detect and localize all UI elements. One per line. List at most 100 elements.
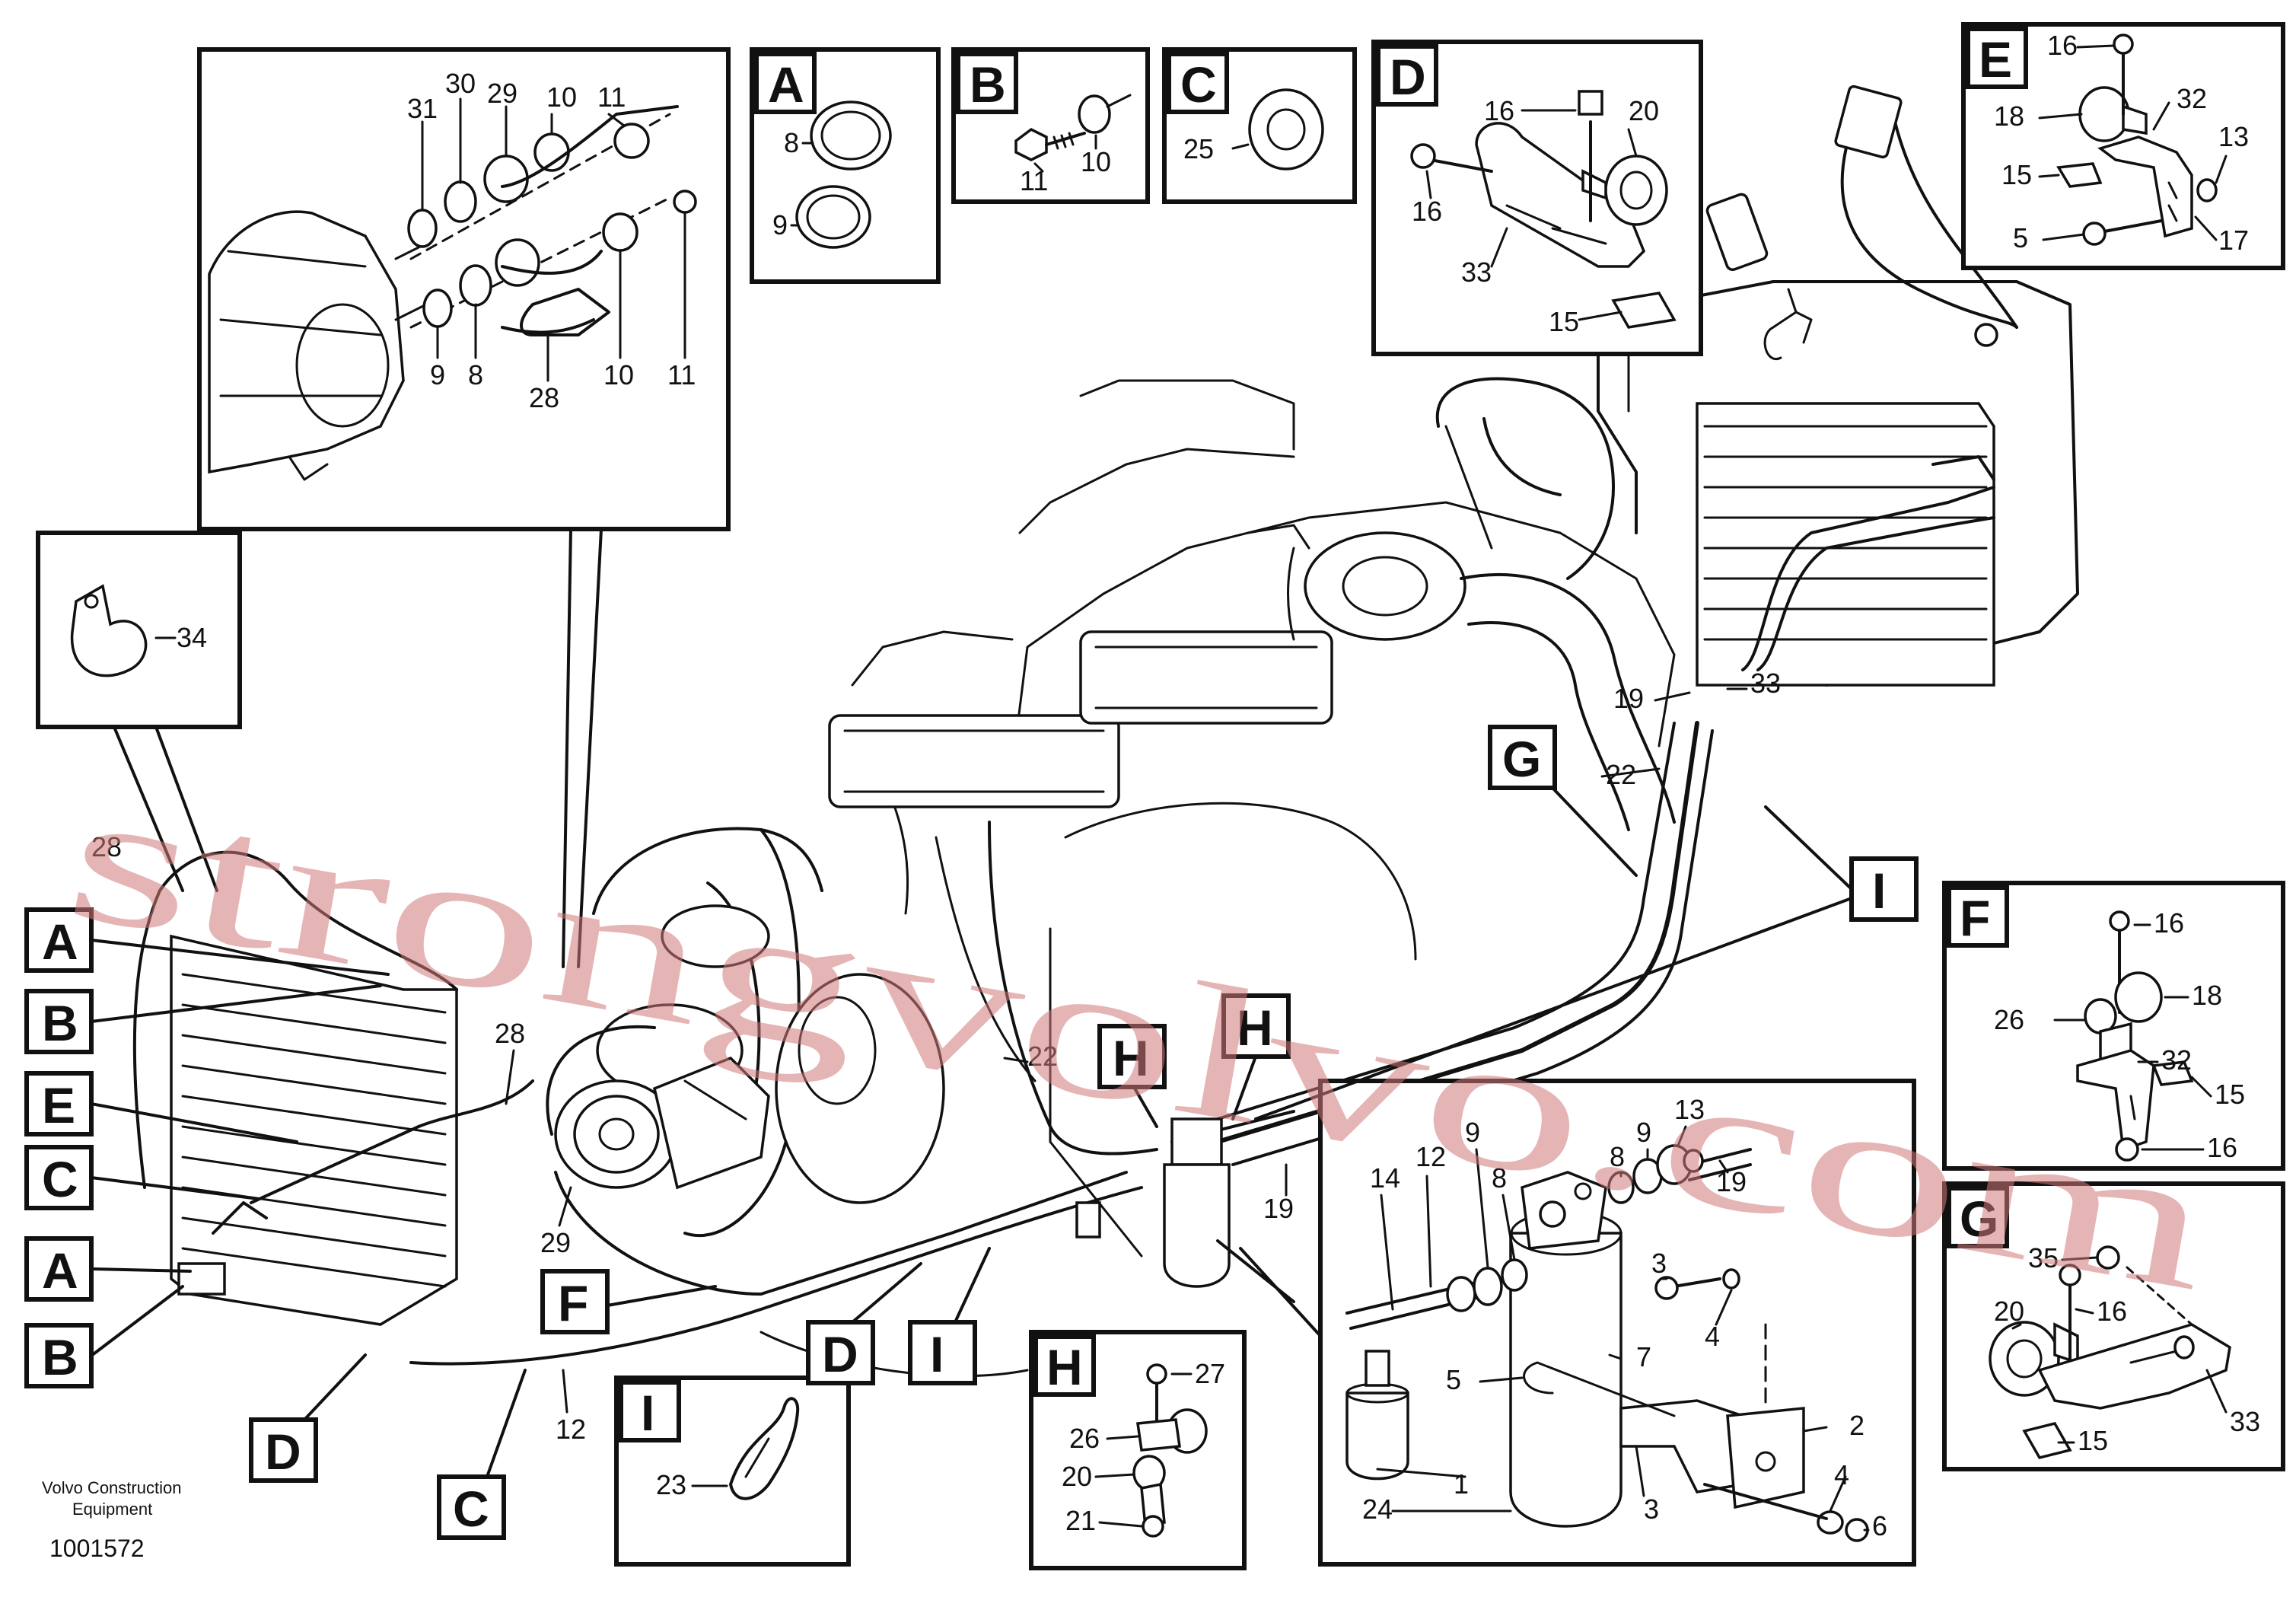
part-number: 34 bbox=[177, 622, 207, 653]
panel-letter: B bbox=[970, 56, 1006, 113]
detail-panel-a: A 8 9 bbox=[750, 47, 941, 284]
panel-letter: H bbox=[1046, 1339, 1083, 1395]
part-number: 32 bbox=[2177, 83, 2207, 114]
part-number: 30 bbox=[445, 68, 476, 99]
part-number: 8 bbox=[1610, 1141, 1625, 1172]
callout-tag: I bbox=[930, 1326, 944, 1382]
engine-outline bbox=[759, 84, 2079, 1378]
part-number: 15 bbox=[2078, 1425, 2108, 1456]
callout-tag: D bbox=[265, 1423, 301, 1480]
part-number: 9 bbox=[1636, 1117, 1651, 1148]
part-number: 11 bbox=[597, 81, 626, 113]
part-number: 19 bbox=[1263, 1193, 1294, 1224]
part-number: 11 bbox=[667, 359, 696, 390]
part-number: 32 bbox=[2161, 1044, 2192, 1076]
part-number: 8 bbox=[1492, 1162, 1507, 1194]
callout-tag: A bbox=[42, 1242, 78, 1299]
detail-panel-g: G 35 20 16 33 15 bbox=[1942, 1181, 2285, 1471]
part-number: 2 bbox=[1849, 1410, 1865, 1441]
part-number: 10 bbox=[603, 359, 634, 390]
evaporator-core bbox=[1696, 402, 1995, 687]
part-number: 33 bbox=[1461, 257, 1492, 288]
part-number: 12 bbox=[556, 1414, 586, 1445]
part-number: 3 bbox=[1644, 1493, 1659, 1525]
part-number: 12 bbox=[1415, 1141, 1446, 1172]
part-number: 13 bbox=[1674, 1094, 1705, 1125]
part-number: 18 bbox=[1994, 100, 2024, 132]
compressor-and-belt bbox=[554, 827, 945, 1238]
part-number: 3 bbox=[1651, 1248, 1667, 1279]
part-number: 35 bbox=[2028, 1242, 2059, 1274]
part-number: 19 bbox=[1613, 683, 1644, 714]
part-number: 27 bbox=[1195, 1358, 1225, 1389]
part-number: 28 bbox=[529, 382, 559, 413]
callout-tag: B bbox=[42, 995, 78, 1051]
part-number: 31 bbox=[407, 93, 438, 124]
detail-panel-c: C 25 bbox=[1162, 47, 1357, 204]
part-number: 23 bbox=[656, 1469, 686, 1500]
part-number: 9 bbox=[772, 209, 788, 241]
part-number: 19 bbox=[1716, 1166, 1747, 1197]
callout-tag: B bbox=[42, 1329, 78, 1385]
part-number: 8 bbox=[468, 359, 483, 390]
part-number: 25 bbox=[1183, 133, 1214, 164]
part-number: 9 bbox=[1465, 1117, 1480, 1148]
main-callout-tags: H H G I bbox=[1097, 725, 1919, 1128]
brand-line-1: Volvo Construction bbox=[42, 1478, 181, 1497]
callout-tag: F bbox=[558, 1275, 588, 1331]
drawing-number: 1001572 bbox=[49, 1535, 145, 1562]
part-number: 13 bbox=[2218, 121, 2249, 152]
panel-letter: D bbox=[1390, 49, 1426, 105]
part-number: 33 bbox=[1750, 668, 1781, 699]
part-number: 7 bbox=[1636, 1341, 1651, 1372]
compressor-inset: 31 30 29 10 11 9 8 28 10 11 bbox=[197, 47, 731, 968]
part-number: 6 bbox=[1872, 1510, 1887, 1541]
panel-letter: I bbox=[641, 1385, 654, 1441]
receiver-inset-labels: 14 12 9 8 8 9 13 19 3 4 7 5 2 24 1 3 4 6 bbox=[1362, 1094, 1887, 1541]
part-number: 20 bbox=[1629, 95, 1659, 126]
callout-tag: C bbox=[453, 1481, 489, 1537]
panel-letter: C bbox=[1180, 56, 1217, 113]
part-number: 18 bbox=[2192, 980, 2222, 1011]
part-number: 16 bbox=[1412, 196, 1442, 227]
part-number: 8 bbox=[784, 127, 799, 158]
panel-letter: F bbox=[1960, 890, 1990, 946]
panel-letter: E bbox=[1979, 31, 2012, 88]
clip-inset: 34 bbox=[36, 531, 242, 892]
part-number: 28 bbox=[495, 1018, 525, 1049]
part-number: 9 bbox=[430, 359, 445, 390]
part-number: 16 bbox=[2047, 30, 2078, 61]
detail-panel-d: D 16 20 16 33 15 bbox=[1371, 40, 1703, 356]
part-number: 1 bbox=[1454, 1468, 1469, 1500]
panel-letter: A bbox=[768, 56, 804, 113]
callout-tag: H bbox=[1113, 1030, 1149, 1086]
part-number: 26 bbox=[1994, 1004, 2024, 1035]
part-number: 11 bbox=[1020, 165, 1048, 196]
callout-tag: G bbox=[1502, 731, 1541, 787]
part-number: 21 bbox=[1065, 1505, 1096, 1536]
brand-line-2: Equipment bbox=[72, 1500, 152, 1519]
detail-panel-i: I 23 bbox=[614, 1376, 851, 1567]
part-number: 29 bbox=[487, 78, 517, 109]
main-part-numbers: 28 28 29 22 22 19 19 33 12 bbox=[91, 668, 1781, 1445]
condenser bbox=[170, 934, 458, 1326]
part-number: 17 bbox=[2218, 225, 2249, 256]
part-number: 29 bbox=[540, 1227, 571, 1258]
callout-tag: A bbox=[42, 913, 78, 970]
part-number: 16 bbox=[2207, 1132, 2237, 1163]
part-number: 14 bbox=[1370, 1162, 1400, 1194]
part-number: 5 bbox=[1446, 1364, 1461, 1395]
detail-panel-b: B 11 10 bbox=[951, 47, 1150, 204]
detail-panel-f: F 16 18 26 32 15 16 bbox=[1942, 881, 2285, 1171]
part-number: 16 bbox=[2097, 1296, 2127, 1327]
part-number: 4 bbox=[1705, 1321, 1720, 1352]
callout-tag: I bbox=[1872, 862, 1886, 919]
detail-panel-e: E 16 32 18 13 15 5 17 bbox=[1961, 22, 2285, 270]
part-number: 24 bbox=[1362, 1493, 1393, 1525]
refrigerant-lines bbox=[132, 721, 1714, 1366]
part-number: 5 bbox=[2013, 222, 2028, 253]
callout-tag: C bbox=[42, 1151, 78, 1207]
part-number: 20 bbox=[1062, 1461, 1092, 1492]
compressor-inset-labels: 31 30 29 10 11 9 8 28 10 11 bbox=[407, 68, 696, 413]
